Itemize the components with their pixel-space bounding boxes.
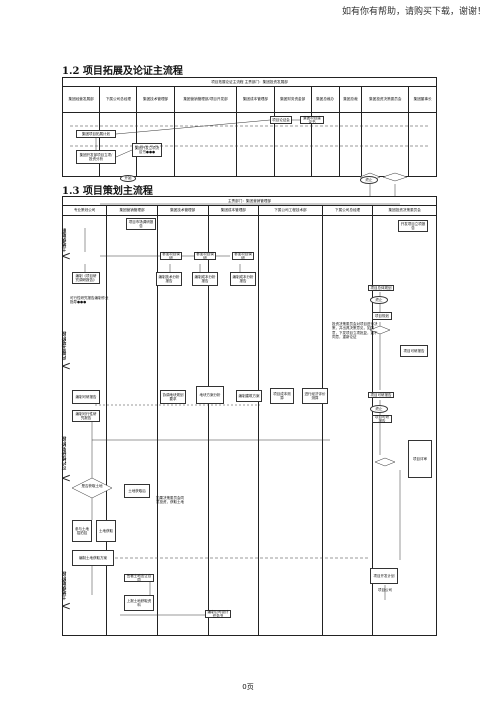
flow-box: 地块方案分析 — [196, 386, 224, 404]
flow-box: 编制成本分析报告 — [230, 272, 256, 286]
flow-annotation: 如果决策委员会同意投资，获取土地 — [156, 496, 184, 505]
flow-box: 项目成本测算 — [270, 388, 294, 404]
flow-box: 项目总体规划 — [368, 285, 394, 291]
flow-box: 上报土地获取资料 — [124, 595, 154, 611]
flow-box: 编制成本分析报告 — [192, 272, 218, 286]
flow-box: 参加项目调研 — [194, 252, 216, 260]
flow-box: 集团开发部项目立项/投资分析 — [76, 150, 116, 164]
flow-note: 可行性研究报告编制作业指导●●● — [70, 296, 109, 305]
header-note: 如有你有帮助，请购买下载，谢谢！ — [341, 7, 486, 17]
flow-box: 项目评审 — [408, 440, 432, 478]
col-header: 集团经营发展部 — [61, 86, 101, 113]
flow-box: 集团项目建议书 — [300, 116, 324, 124]
decision-label: 是否获取土地 — [81, 484, 103, 488]
flow-box: 进行经济评价测算 — [302, 388, 328, 404]
start-terminal: 开始 — [120, 175, 136, 182]
col-header: 集团董事长 — [408, 86, 437, 113]
flow-box: 编制公司设计任务书 — [205, 610, 231, 618]
chevron-left-icon: < — [61, 599, 72, 613]
flow-box: 集团项目拓展计划 — [76, 130, 116, 138]
flow-annotation: 投资决策委员会对项目进行决策，并出具决策意见，如同意，下发项目立项批复，如不同意… — [332, 322, 378, 340]
flow-box: 项目论证会 — [270, 116, 292, 124]
flow-box: 参与土地招拍挂 — [72, 520, 92, 542]
flow-box: 编制可行性研究报告 — [72, 410, 100, 422]
section-title-1: 1.2 项目拓展及论证主流程 — [62, 66, 183, 77]
flow-box: 参加项目调研 — [232, 252, 254, 260]
flow-box: 项目规划 — [372, 312, 392, 320]
flow-box: 项目可研报告 — [368, 392, 394, 398]
flow-box: 集团开发立项决议书●●● — [132, 143, 162, 157]
chevron-left-icon: < — [61, 249, 72, 263]
flow-box: 项目可研报告 — [372, 415, 392, 423]
col-header: 集团总裁 — [338, 86, 363, 113]
flow-box: 签署土地出让合同 — [124, 574, 154, 582]
flow-box: 编制土地获取方案 — [72, 550, 114, 566]
flow-box: 项目市场调研报告 — [126, 218, 156, 230]
end-terminal: 终止 — [370, 296, 388, 304]
end-terminal: 终止 — [370, 405, 388, 413]
flow-box: 项目开发计划 — [370, 568, 398, 584]
flow-box: 协调地块规划要求 — [160, 390, 186, 404]
page-number: 0页 — [242, 683, 254, 691]
flow-box: 参加项目调研 — [160, 252, 182, 260]
flow-box: 开发项目立项报告 — [398, 220, 428, 232]
flow-box: 编制可研报告 — [72, 390, 100, 404]
flow-box: 编制《项目研究调研报告》 — [72, 272, 100, 284]
flow-box: 土地获取 — [96, 520, 116, 542]
flow-box: 土地获取后 — [124, 484, 150, 498]
chevron-left-icon: < — [61, 359, 72, 373]
section-title-2: 1.3 项目策划主流程 — [62, 186, 153, 197]
flow-table-1: 项目拓展论证主流程 主责部门：集团投资发展部 集团经营发展部 下属公司总经理 集… — [61, 77, 437, 177]
flow-box: 编制技术分析报告 — [156, 272, 182, 286]
chevron-left-icon: < — [61, 471, 72, 485]
col-header: 集团总裁办 — [310, 86, 340, 113]
col-header: 集团财务资金部 — [273, 86, 312, 113]
flow-box: 编制建筑方案 — [236, 390, 262, 402]
col-header: 下属公司总经理 — [99, 86, 138, 113]
end-terminal: 终止 — [360, 176, 378, 184]
flow-note: 项目公司 — [378, 588, 392, 592]
flow-box: 项目可研报告 — [400, 345, 428, 357]
